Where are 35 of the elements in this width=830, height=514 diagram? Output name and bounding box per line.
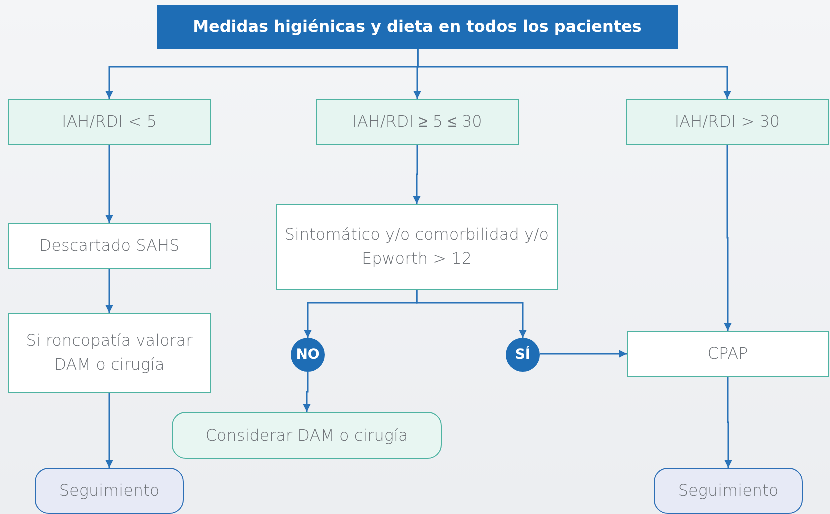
- condition-box: [8, 99, 211, 145]
- process-box: [8, 223, 211, 269]
- terminal-box: [654, 468, 803, 514]
- arrow: [413, 145, 421, 204]
- node-label: Seguimiento: [59, 480, 160, 502]
- node-label: SÍ: [515, 345, 531, 364]
- node-label: Medidas higiénicas y dieta en todos los pacientes: [193, 16, 642, 38]
- node-label: IAH/RDI > 30: [674, 111, 780, 133]
- terminal-box: [35, 468, 184, 514]
- node-label: Sintomático y/o comorbilidad y/o Epworth > 12: [284, 224, 550, 270]
- node-label: Descartado SAHS: [39, 235, 180, 257]
- outcome-box: [172, 412, 442, 459]
- arrow: [106, 393, 114, 468]
- decision-circle: [506, 338, 540, 372]
- arrow: [303, 372, 311, 412]
- arrow: [724, 145, 732, 331]
- node-label: NO: [296, 346, 320, 364]
- process-box: [627, 331, 829, 377]
- node-label: Si roncopatía valorar DAM o cirugía: [25, 330, 194, 376]
- arrow: [724, 377, 732, 468]
- decision-circle: [291, 338, 325, 372]
- node-label: CPAP: [708, 343, 748, 365]
- arrow: [416, 290, 527, 338]
- condition-box: [626, 99, 829, 145]
- node-label: IAH/RDI < 5: [62, 111, 157, 133]
- node-label: Seguimiento: [678, 480, 779, 502]
- arrow: [106, 269, 114, 313]
- title-box: [157, 5, 678, 49]
- process-box: [8, 313, 211, 393]
- node-label: IAH/RDI ≥ 5 ≤ 30: [352, 111, 482, 133]
- process-box: [276, 204, 558, 290]
- node-label: Considerar DAM o cirugía: [206, 424, 408, 446]
- arrow: [106, 145, 114, 223]
- arrow: [417, 49, 732, 99]
- condition-box: [316, 99, 519, 145]
